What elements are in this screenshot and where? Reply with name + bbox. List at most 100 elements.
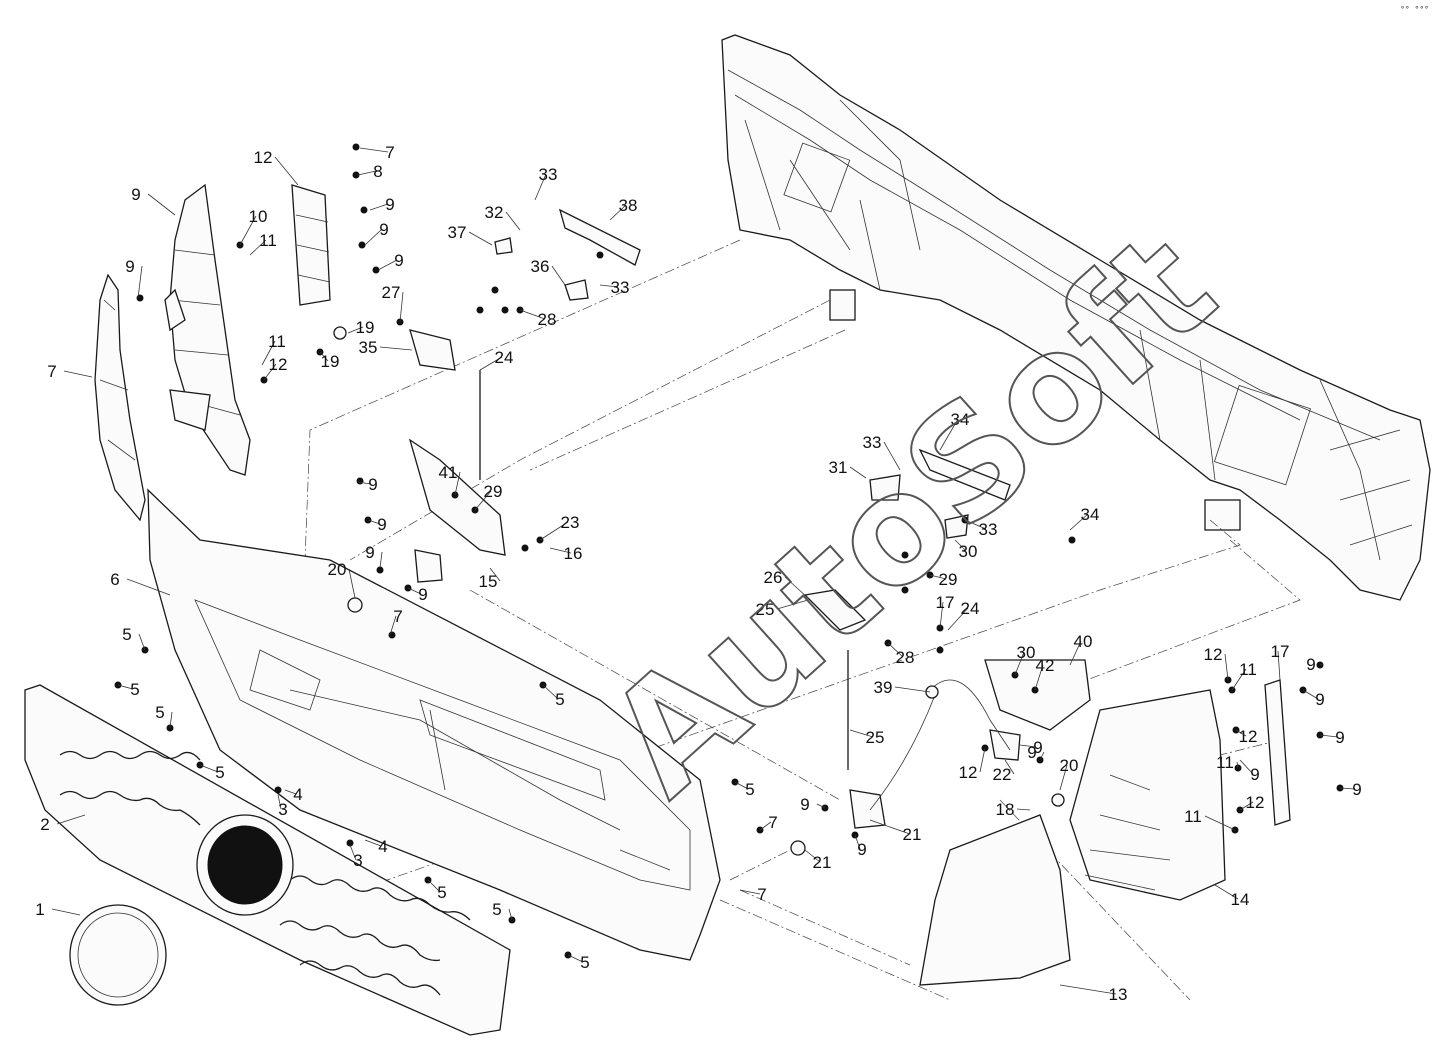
leader-line-11 (508, 908, 513, 921)
cap-38 (494, 237, 513, 255)
callout-number: 12 (959, 763, 978, 782)
callout-number: 10 (249, 207, 268, 226)
leader-line-80 (505, 211, 521, 231)
fastener-42 (501, 306, 509, 314)
fastener-56 (1068, 536, 1076, 544)
leader-line-9 (199, 764, 219, 773)
callout-number: 27 (382, 283, 401, 302)
callout-number: 9 (1315, 690, 1324, 709)
callout-number: 12 (1246, 793, 1265, 812)
fastener-47 (901, 586, 909, 594)
leader-line-54 (489, 567, 501, 582)
bracket-41 (984, 659, 1091, 731)
callout-number: 25 (866, 728, 885, 747)
leader-line-87 (379, 346, 413, 351)
fastener-12 (388, 631, 396, 639)
leader-line-48 (1235, 729, 1247, 737)
leader-line-44 (1204, 815, 1236, 831)
leader-line-74 (519, 309, 546, 320)
bracket-18 (1264, 679, 1291, 826)
leader-line-50 (979, 747, 986, 773)
fastener-3 (358, 241, 366, 249)
leader-line-49 (1239, 801, 1254, 811)
callout-number: 9 (394, 251, 403, 270)
leader-line-4 (284, 789, 297, 795)
leader-line-42 (1231, 668, 1247, 691)
callout-number: 11 (1184, 807, 1202, 826)
leader-line-5 (364, 839, 382, 847)
leader-line-37 (1039, 751, 1045, 761)
callout-number: 5 (580, 953, 589, 972)
callout-number: 39 (874, 678, 893, 697)
callout-number: 42 (1036, 656, 1055, 675)
leader-line-40 (239, 215, 257, 246)
callout-number: 9 (1027, 743, 1036, 762)
callout-number: 9 (131, 185, 140, 204)
leader-line-83 (964, 519, 987, 530)
leader-line-73 (887, 642, 904, 658)
callout-number: 40 (1074, 632, 1093, 651)
handle-39 (558, 208, 641, 266)
callout-number: 34 (1081, 505, 1100, 524)
leader-line-30 (816, 803, 826, 809)
callout-number: 5 (122, 625, 131, 644)
emblem-ring (69, 904, 167, 1006)
callout-number: 9 (1306, 655, 1315, 674)
callout-number: 7 (768, 813, 777, 832)
leader-line-90 (609, 204, 627, 221)
leader-line-59 (319, 351, 329, 362)
callout-number: 9 (125, 257, 134, 276)
leader-line-31 (854, 834, 861, 850)
callout-number: 30 (959, 542, 978, 561)
callout-number: 33 (539, 165, 558, 184)
callout-number: 8 (373, 162, 382, 181)
leader-line-72 (399, 291, 404, 323)
callout-number: 22 (993, 765, 1012, 784)
fastener-2 (360, 206, 368, 214)
fastener-41 (476, 306, 484, 314)
leader-line-64 (869, 819, 911, 835)
leader-line-56 (939, 601, 944, 629)
leader-line-68 (479, 356, 503, 371)
leader-line-35 (1319, 734, 1339, 738)
callout-number: 33 (979, 520, 998, 539)
leader-line-58 (1016, 808, 1031, 811)
callout-number: 28 (538, 310, 557, 329)
leader-line-52 (1059, 984, 1117, 995)
callout-number: 24 (495, 348, 514, 367)
leader-line-91 (894, 686, 931, 693)
leader-line-45 (249, 239, 267, 256)
leader-line-93 (454, 471, 461, 496)
fastener-4 (372, 266, 380, 274)
leader-line-36 (1339, 787, 1356, 790)
cap-32 (869, 474, 901, 501)
callout-number: 37 (448, 223, 467, 242)
callout-number: 12 (269, 355, 288, 374)
leader-line-15 (126, 578, 171, 596)
leader-line-20 (63, 370, 93, 378)
leader-line-55 (549, 547, 572, 554)
callout-number: 7 (393, 607, 402, 626)
leader-line-46 (263, 363, 277, 381)
leader-line-84 (534, 173, 547, 201)
leader-line-94 (1034, 664, 1044, 691)
leader-line-76 (474, 490, 492, 511)
leader-line-21 (357, 170, 377, 176)
callout-number: 5 (555, 690, 564, 709)
callout-number: 31 (829, 458, 848, 477)
callout-number: 9 (800, 795, 809, 814)
leader-line-77 (1014, 651, 1025, 676)
callout-number: 11 (268, 332, 286, 351)
leader-line-66 (539, 521, 569, 541)
leader-line-88 (551, 265, 566, 286)
leader-line-69 (849, 729, 874, 738)
callout-number: 1 (35, 900, 44, 919)
leader-line-78 (954, 539, 967, 552)
callout-number: 19 (321, 352, 340, 371)
callout-number: 41 (439, 463, 458, 482)
callout-number: 7 (757, 885, 766, 904)
fastener-45 (901, 551, 909, 559)
cab-frame (721, 34, 1431, 601)
fastener-0 (352, 143, 360, 151)
side-deflector (164, 183, 251, 476)
